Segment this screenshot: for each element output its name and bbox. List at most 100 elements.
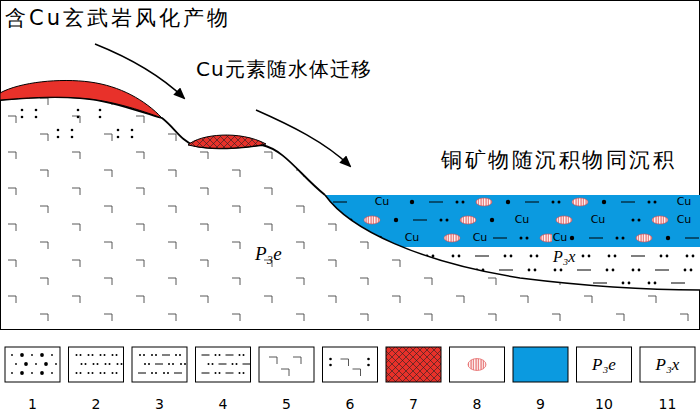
texture-stroke — [632, 219, 635, 222]
texture-stroke — [444, 234, 460, 242]
texture-stroke — [121, 363, 123, 365]
texture-stroke — [76, 354, 78, 356]
texture-stroke — [476, 198, 492, 206]
texture-stroke — [554, 269, 557, 272]
texture-stroke — [219, 364, 227, 365]
legend-box — [69, 347, 124, 382]
texture-stroke — [208, 363, 210, 365]
texture-stroke — [243, 372, 245, 374]
legend-box — [132, 347, 187, 382]
texture-stroke — [172, 363, 174, 365]
texture-stroke — [526, 237, 529, 240]
legend-box — [323, 347, 378, 382]
texture-stroke — [612, 269, 615, 272]
texture-stroke — [506, 200, 510, 204]
texture-stroke — [654, 201, 657, 204]
texture-stroke — [367, 364, 370, 367]
texture-stroke — [348, 234, 364, 242]
texture-stroke — [560, 269, 563, 272]
texture-stroke — [112, 372, 114, 374]
texture-stroke — [167, 372, 169, 374]
texture-stroke — [614, 255, 617, 258]
texture-stroke — [462, 201, 465, 204]
texture-stroke — [671, 282, 685, 283]
texture-stroke — [452, 255, 455, 258]
texture-stroke — [20, 353, 24, 357]
texture-stroke — [11, 372, 13, 374]
texture-stroke — [109, 363, 111, 365]
annotation: Cu元素随水体迁移 — [195, 58, 373, 81]
texture-stroke — [139, 354, 141, 356]
texture-stroke — [666, 236, 670, 240]
texture-stroke — [239, 372, 241, 374]
texture-stroke — [692, 255, 695, 258]
tuff-dots — [21, 109, 134, 139]
texture-stroke — [24, 362, 28, 366]
legend-box — [196, 347, 251, 382]
texture-stroke — [151, 354, 153, 356]
legend-number: 7 — [409, 396, 418, 412]
texture-stroke — [333, 201, 347, 202]
texture-stroke — [504, 255, 507, 258]
legend-box — [386, 347, 441, 382]
basalt-region — [0, 97, 700, 329]
texture-stroke — [468, 359, 486, 371]
texture-stroke — [35, 363, 37, 365]
texture-stroke — [202, 373, 210, 374]
texture-stroke — [638, 269, 641, 272]
texture-stroke — [143, 354, 145, 356]
texture-stroke — [616, 237, 619, 240]
texture-stroke — [55, 363, 57, 365]
texture-stroke — [648, 282, 651, 285]
texture-stroke — [440, 219, 443, 222]
legend-box — [5, 347, 60, 382]
texture-stroke — [100, 372, 102, 374]
texture-stroke — [40, 353, 44, 357]
texture-stroke — [175, 354, 177, 356]
texture-stroke — [116, 354, 118, 356]
texture-stroke — [219, 354, 221, 356]
texture-stroke — [15, 363, 17, 365]
texture-stroke — [163, 372, 165, 374]
texture-stroke — [456, 201, 459, 204]
texture-stroke — [341, 359, 361, 376]
texture-stroke — [20, 371, 24, 375]
texture-stroke — [168, 363, 170, 365]
texture-stroke — [243, 364, 251, 365]
texture-stroke — [155, 354, 157, 356]
texture-stroke — [80, 372, 82, 374]
legend-number: 3 — [155, 396, 164, 412]
texture-stroke — [76, 372, 78, 374]
texture-stroke — [51, 372, 53, 374]
legend-number: 10 — [595, 396, 613, 412]
annotation: 铜矿物随沉积物同沉积 — [440, 148, 677, 172]
texture-stroke — [11, 354, 13, 356]
texture-stroke — [243, 354, 245, 356]
texture-stroke — [215, 372, 217, 374]
texture-stroke — [684, 269, 687, 272]
texture-stroke — [155, 372, 157, 374]
texture-stroke — [534, 269, 537, 272]
texture-stroke — [92, 372, 94, 374]
formation-label: P₃x — [552, 248, 576, 266]
texture-stroke — [144, 363, 146, 365]
texture-stroke — [236, 363, 238, 365]
texture-stroke — [528, 269, 531, 272]
texture-stroke — [88, 354, 90, 356]
texture-stroke — [589, 237, 603, 238]
texture-stroke — [460, 216, 476, 224]
texture-stroke — [525, 201, 539, 202]
weathering-lens-hatched — [188, 135, 266, 148]
texture-stroke — [536, 255, 539, 258]
texture-stroke — [184, 363, 186, 365]
texture-stroke — [582, 255, 585, 258]
texture-stroke — [410, 200, 414, 204]
texture-stroke — [85, 363, 87, 365]
texture-stroke — [148, 363, 150, 365]
texture-stroke — [344, 219, 347, 222]
texture-stroke — [97, 363, 99, 365]
annotation: 含Cu玄武岩风化产物 — [4, 6, 232, 30]
element-symbol: Cu — [552, 232, 569, 245]
legend-formation: P₃x — [656, 355, 680, 375]
